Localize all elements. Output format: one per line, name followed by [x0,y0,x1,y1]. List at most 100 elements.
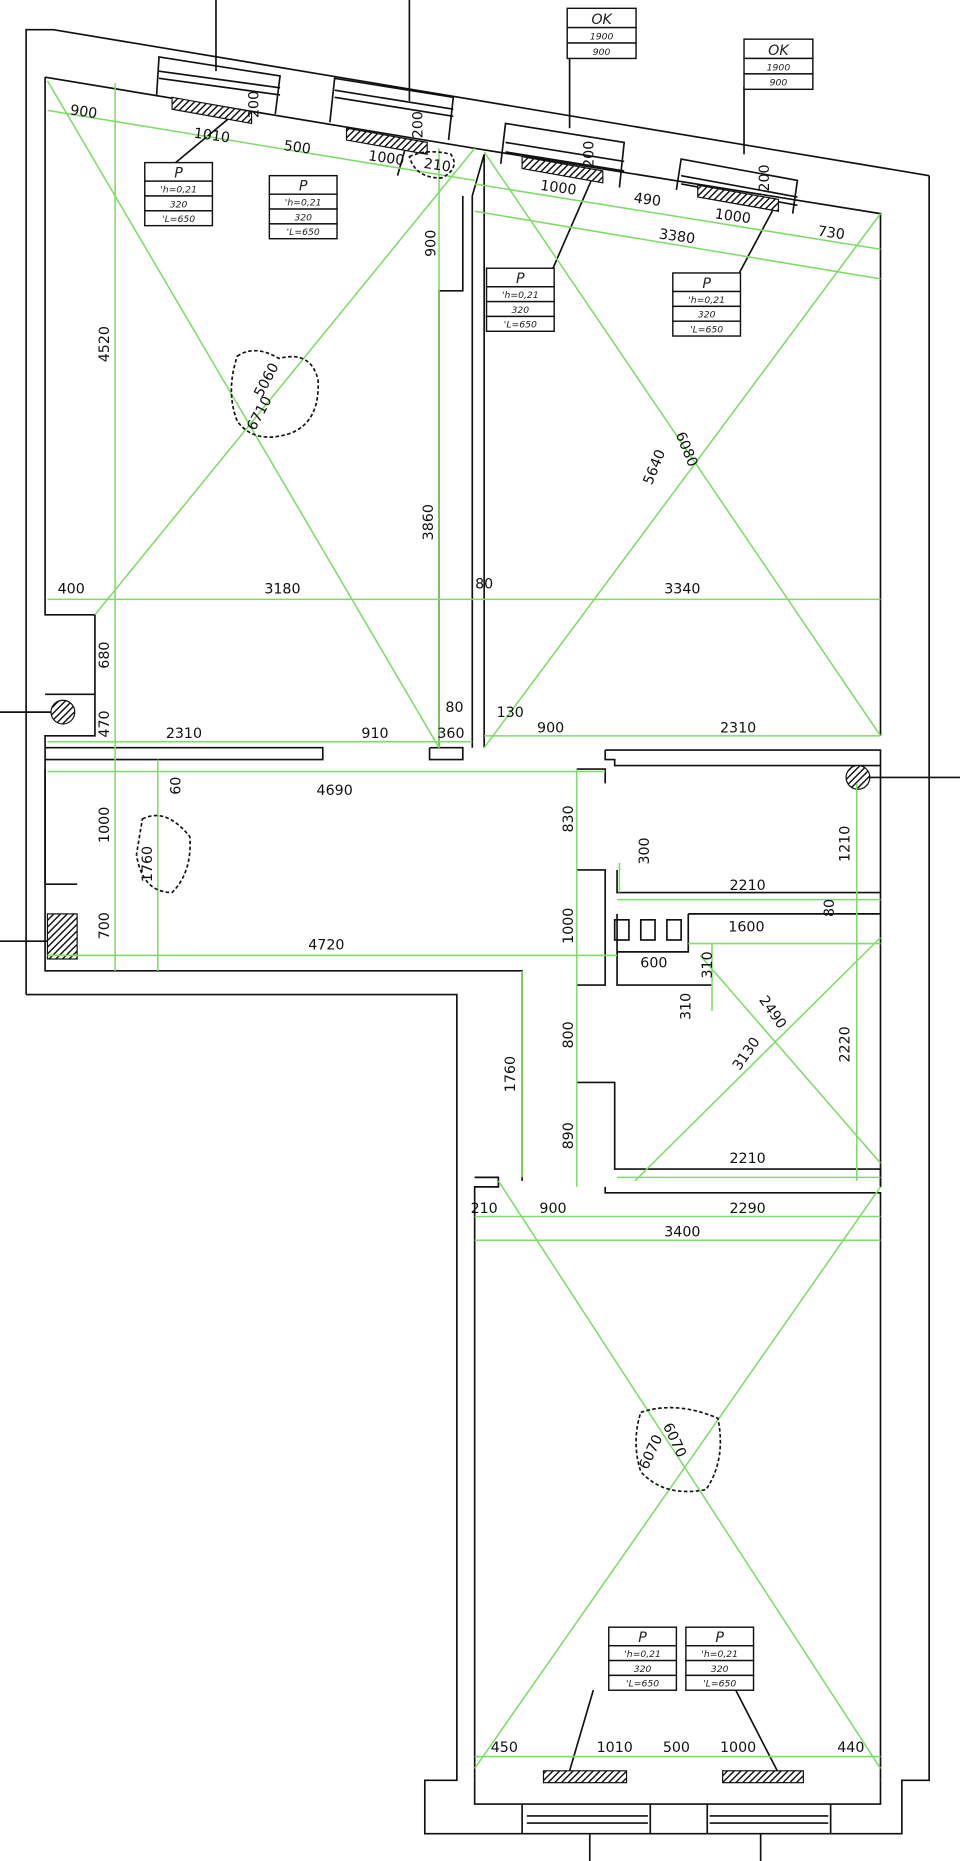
dimension-label: 130 [497,705,524,721]
tag-type: P [299,179,308,195]
tag-type: OK [591,12,613,28]
dimension-label: 900 [69,103,98,123]
dimension-label: 400 [58,581,85,597]
revision-clouds [135,151,722,1493]
dimension-label: 680 [97,642,113,669]
dimension-label: 3380 [658,227,696,248]
tag-width: 900 [770,78,788,89]
dimension-label: 500 [663,1740,690,1756]
dimension-label: 2490 [755,993,789,1032]
dimension-label: 200 [247,91,263,118]
dimension-label: 200 [410,111,426,138]
dimension-label: 3860 [421,504,437,540]
radiators [46,96,871,1784]
dimension-label: 1600 [728,920,764,936]
tag-type: P [174,166,183,182]
tag-length: 'L=650 [504,320,537,331]
dimension-label: 5640 [641,448,669,488]
tag-type: P [715,1630,724,1646]
dimension-label: 900 [537,720,564,736]
dimension-label: 1000 [561,908,577,944]
equipment-tags: P'h=0,21320'L=650P'h=0,21320'L=650P'h=0,… [144,7,814,1691]
tag-height: 'h=0,21 [285,197,322,208]
dimension-label: 700 [97,912,113,939]
windows [155,56,799,214]
dimension-label: 60 [168,777,184,795]
dimension-label: 4520 [97,326,113,362]
dimension-label: 300 [637,837,653,864]
dimension-label: 490 [633,190,662,210]
tag-height: 1900 [590,31,614,42]
dimension-label: 2290 [729,1201,765,1217]
dimension-label: 1000 [97,807,113,843]
tag-height: 1900 [767,62,791,73]
window-tag: OK 1900 900 [743,38,814,91]
dimension-label: 3130 [730,1035,764,1074]
dimension-label: 500 [283,138,312,158]
dimension-label: 6080 [672,430,700,470]
dimension-label: 360 [437,726,464,742]
tag-height: 'h=0,21 [688,295,725,306]
tag-height: 'h=0,21 [160,184,197,195]
radiator-tag: P 'h=0,21 320 'L=650 [608,1626,678,1691]
dimension-label: 1010 [193,126,231,147]
dimension-label: 1000 [720,1740,756,1756]
dimension-lines [46,80,882,1769]
tag-type: P [516,271,525,287]
tag-length: 'L=650 [162,214,195,225]
dimension-label: 4690 [317,783,353,799]
tag-width: 900 [593,47,611,58]
dimension-label: 200 [581,141,597,168]
tag-power: 320 [512,305,530,316]
tag-height: 'h=0,21 [624,1649,661,1660]
dimension-label: 900 [424,230,440,257]
dimension-label: 3180 [264,581,300,597]
tag-height: 'h=0,21 [701,1649,738,1660]
tag-length: 'L=650 [703,1679,736,1690]
radiator-tag: P 'h=0,21 320 'L=650 [485,267,555,332]
dimension-label: 450 [491,1740,518,1756]
dimension-label: 2310 [720,720,756,736]
tag-length: 'L=650 [287,227,320,238]
tag-type: P [638,1630,647,1646]
dimension-label: 1010 [597,1740,633,1756]
dimension-label: 3340 [664,581,700,597]
dimension-label: 2210 [729,878,765,894]
tag-type: OK [768,43,790,59]
radiator-tag: P 'h=0,21 320 'L=650 [685,1626,755,1691]
dimension-label: 1760 [503,1056,519,1092]
radiator-tag: P 'h=0,21 320 'L=650 [672,272,742,337]
dimension-label: 1760 [140,846,156,882]
tag-type: P [702,276,711,292]
tag-power: 320 [698,310,716,321]
dimension-label: 1000 [367,148,405,169]
tag-length: 'L=650 [690,324,723,335]
tag-height: 'h=0,21 [502,290,539,301]
dimension-label: 1000 [714,206,752,227]
dimension-label: 210 [471,1201,498,1217]
dimension-label: 310 [700,951,716,978]
dimension-label: 900 [539,1201,566,1217]
tag-length: 'L=650 [626,1679,659,1690]
dimension-label: 310 [679,993,695,1020]
dimension-label: 1000 [539,178,577,199]
dimension-label: 6710 [244,394,275,434]
tag-power: 320 [634,1664,652,1675]
dimension-label: 200 [757,164,773,191]
dimension-label: 5060 [251,361,282,401]
dimension-label: 210 [423,156,452,176]
dimension-label: 2220 [838,1026,854,1062]
tag-power: 320 [711,1664,729,1675]
dimension-label: 890 [561,1122,577,1149]
walls [25,28,930,1835]
dimension-label: 4720 [308,937,344,953]
tag-power: 320 [294,212,312,223]
dimension-label: 2310 [166,726,202,742]
dimension-label: 910 [361,726,388,742]
dimension-label: 830 [561,805,577,832]
tag-power: 320 [170,199,188,210]
dimension-label: 470 [97,710,113,737]
dimension-label: 6070 [637,1432,667,1472]
